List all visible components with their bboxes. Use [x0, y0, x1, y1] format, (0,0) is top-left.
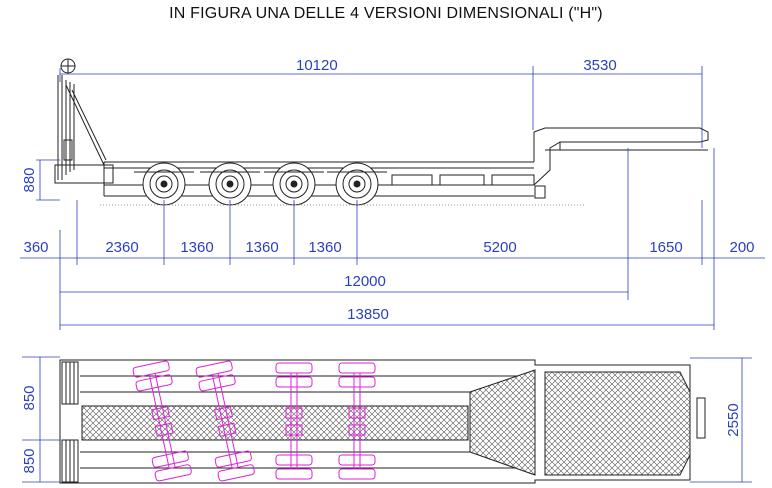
dim-2360: 2360 — [105, 239, 138, 256]
dim-height-880: 880 — [21, 167, 38, 192]
dim-1360-b: 1360 — [245, 239, 278, 256]
axle-group — [338, 362, 376, 480]
dim-2550: 2550 — [725, 403, 742, 436]
dim-850-upper: 850 — [21, 385, 38, 410]
top-view-axles — [132, 360, 376, 482]
wheel — [200, 162, 260, 206]
dim-12000: 12000 — [344, 273, 386, 290]
gooseneck — [533, 127, 709, 199]
dim-3530: 3530 — [583, 57, 616, 74]
dim-1360-a: 1360 — [180, 239, 213, 256]
axle-group — [275, 362, 313, 480]
top-view — [59, 359, 706, 484]
wheels — [134, 162, 387, 206]
dim-200: 200 — [729, 239, 754, 256]
axle-group — [132, 360, 192, 482]
dim-850-lower: 850 — [21, 448, 38, 473]
dimensions — [20, 66, 765, 483]
dim-5200: 5200 — [483, 239, 516, 256]
wheel — [264, 162, 324, 206]
dim-1360-c: 1360 — [308, 239, 341, 256]
wheel — [134, 162, 194, 206]
dim-13850: 13850 — [347, 306, 389, 323]
dim-360: 360 — [23, 239, 48, 256]
drawing-title: IN FIGURA UNA DELLE 4 VERSIONI DIMENSION… — [169, 5, 603, 22]
rear-ramps — [54, 58, 114, 184]
side-view — [54, 58, 709, 206]
axle-group — [195, 360, 255, 482]
dim-10120: 10120 — [296, 57, 338, 74]
wheel — [327, 162, 387, 206]
dim-1650: 1650 — [649, 239, 682, 256]
